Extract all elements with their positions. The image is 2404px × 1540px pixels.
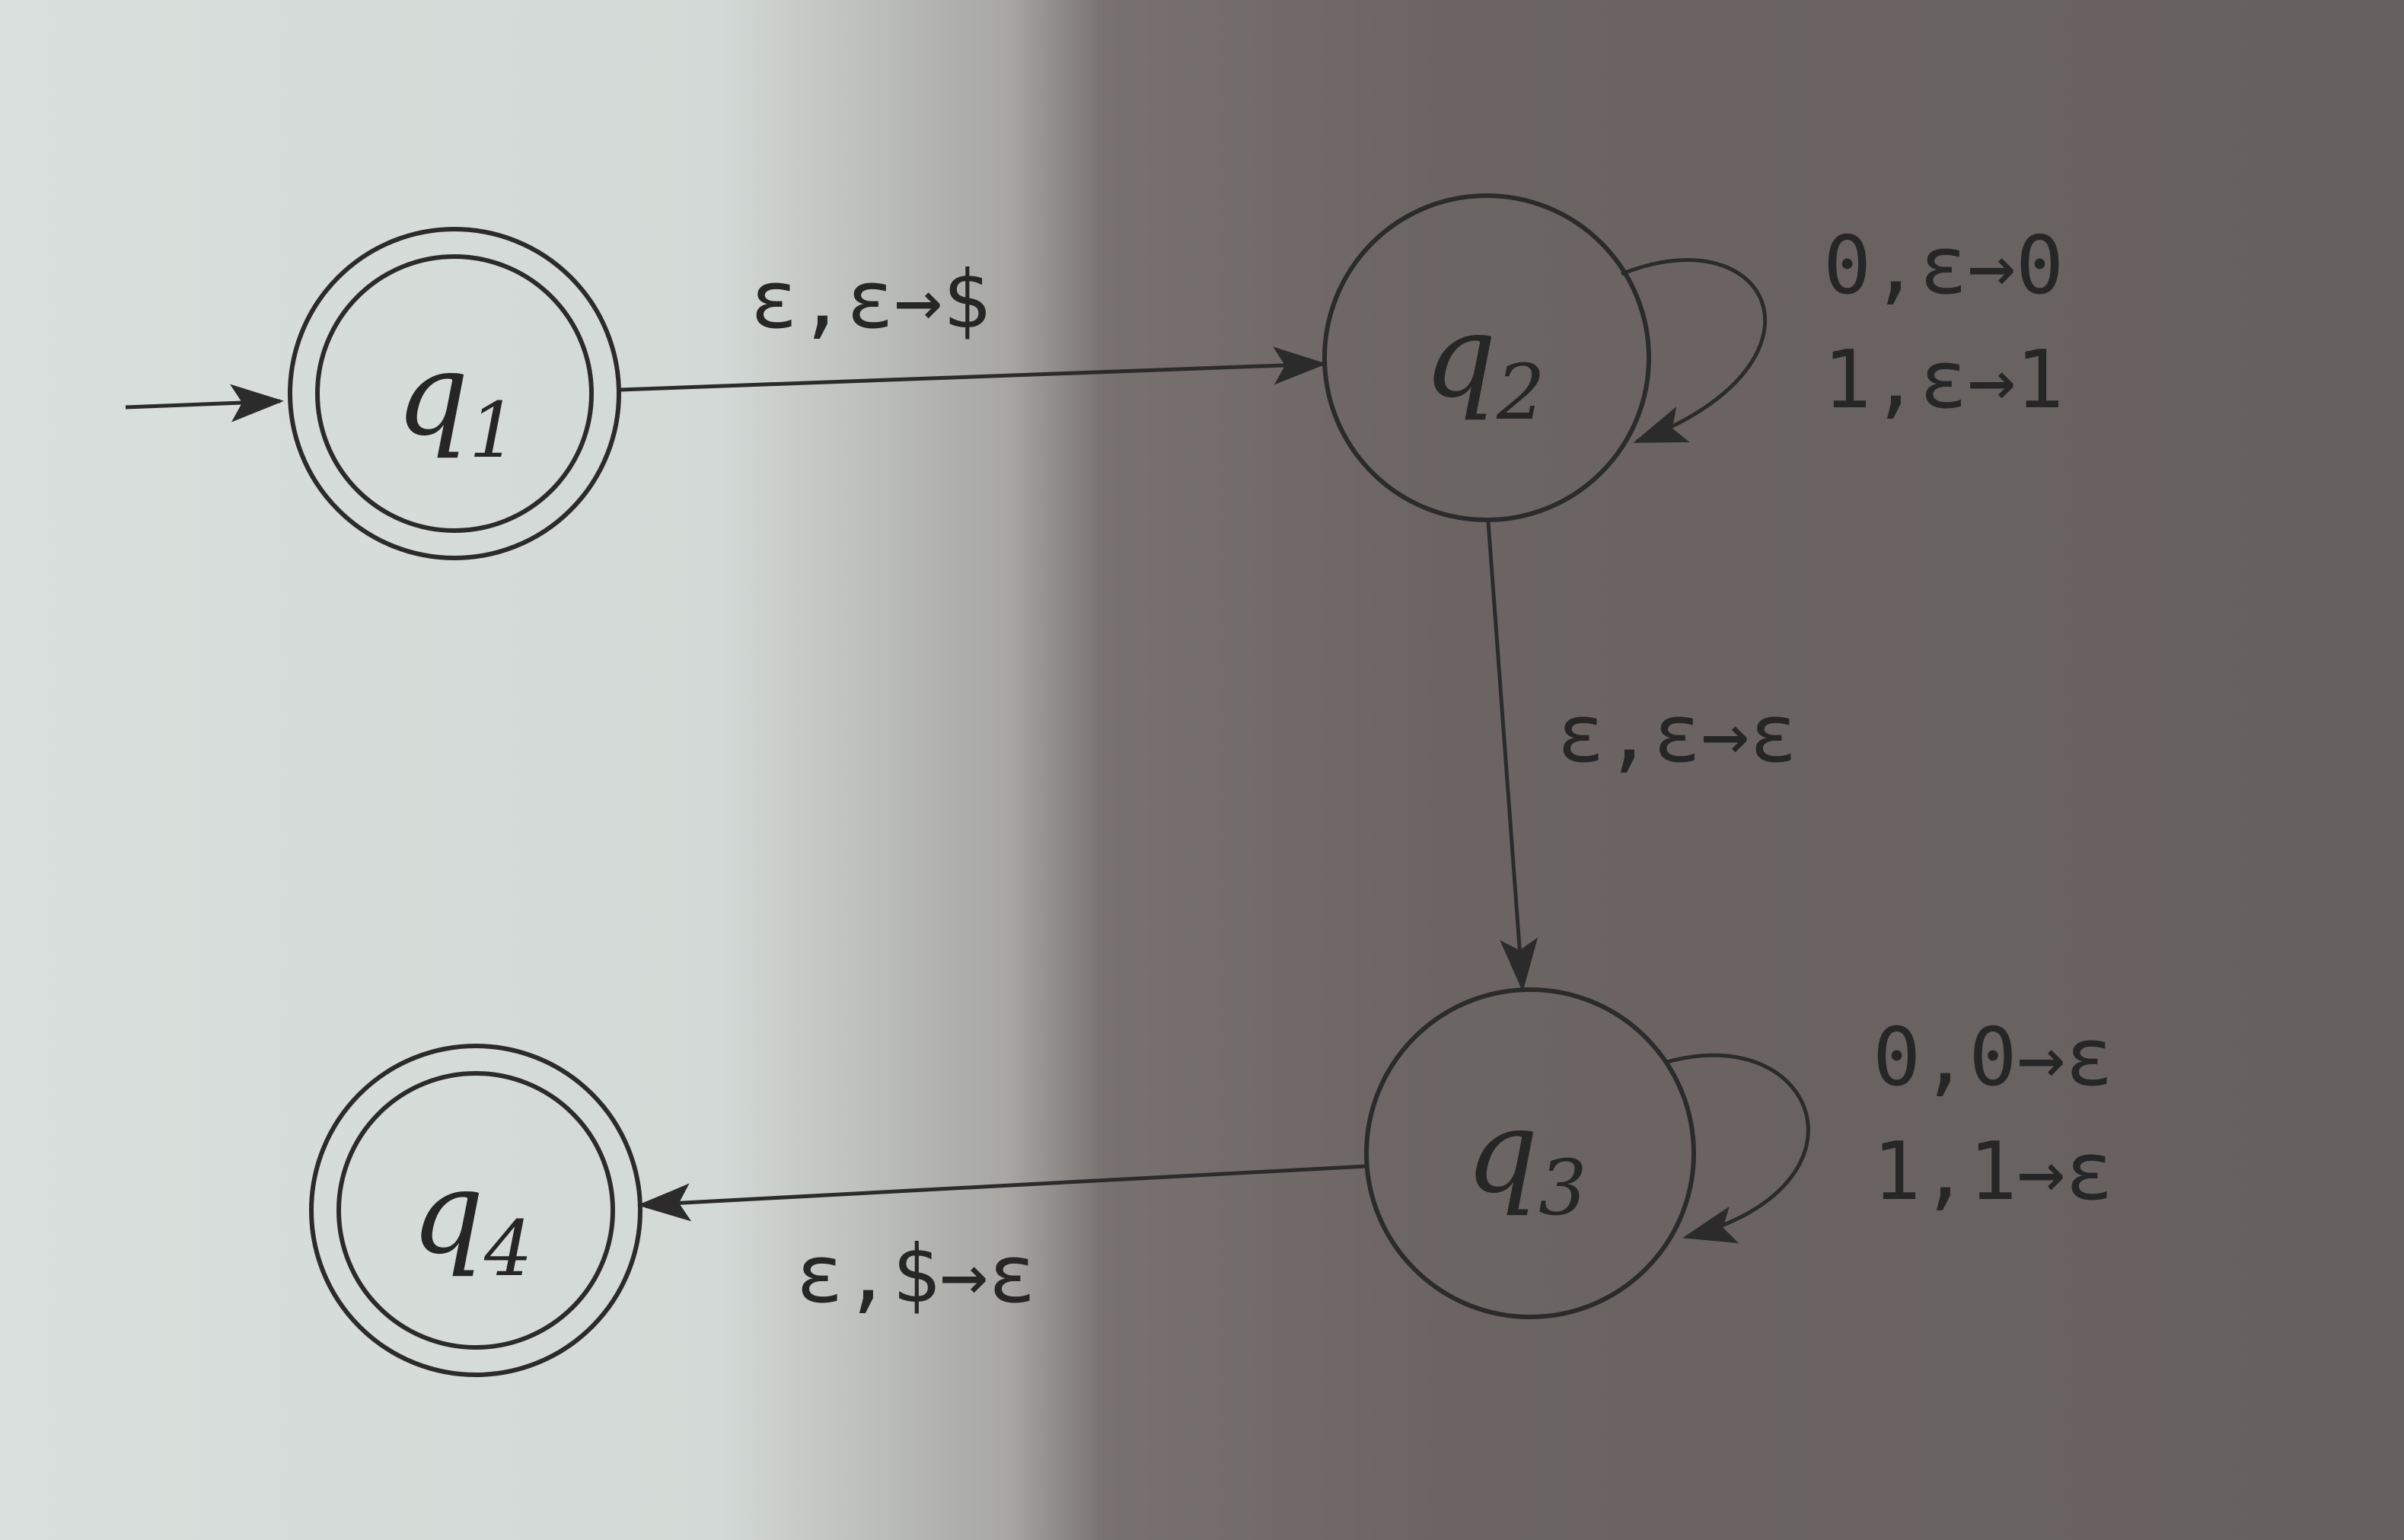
state-q2: q2 xyxy=(1322,193,1651,522)
edge-q3-q4-label: ε,$→ε xyxy=(795,1228,1036,1321)
state-q4-name: q xyxy=(411,1147,484,1280)
start-arrow xyxy=(125,384,284,422)
edge-q2-q3-label: ε,ε→ε xyxy=(1557,687,1797,780)
edge-q2-loop xyxy=(1621,258,1768,444)
state-q3-sub: 3 xyxy=(1538,1143,1587,1232)
svg-text:q1: q1 xyxy=(396,329,518,475)
state-q1-sub: 1 xyxy=(469,386,518,475)
edge-q3-loop-label-1: 0,0→ε xyxy=(1873,1011,2113,1104)
svg-text:q3: q3 xyxy=(1465,1086,1587,1232)
edge-q1-q2-label: ε,ε→$ xyxy=(750,253,990,346)
edge-q3-q4 xyxy=(637,1164,1367,1222)
svg-text:q2: q2 xyxy=(1424,291,1545,437)
edge-q3-loop xyxy=(1666,1053,1810,1244)
edge-q1-q2 xyxy=(620,346,1327,392)
state-q3: q3 xyxy=(1364,987,1696,1319)
state-q1-name: q xyxy=(396,329,469,461)
state-q4: q4 xyxy=(309,1044,642,1377)
edge-q2-loop-label-2: 1,ε→1 xyxy=(1823,333,2064,426)
state-q4-sub: 4 xyxy=(483,1204,533,1293)
edge-q2-loop-label-1: 0,ε→0 xyxy=(1823,219,2064,312)
state-q1: q1 xyxy=(288,227,621,560)
svg-text:q4: q4 xyxy=(411,1147,533,1293)
edge-q2-q3 xyxy=(1486,521,1538,992)
state-q3-name: q xyxy=(1465,1086,1538,1219)
state-q2-sub: 2 xyxy=(1496,348,1545,437)
state-q2-name: q xyxy=(1424,291,1497,423)
edge-q3-loop-label-2: 1,1→ε xyxy=(1873,1125,2113,1218)
